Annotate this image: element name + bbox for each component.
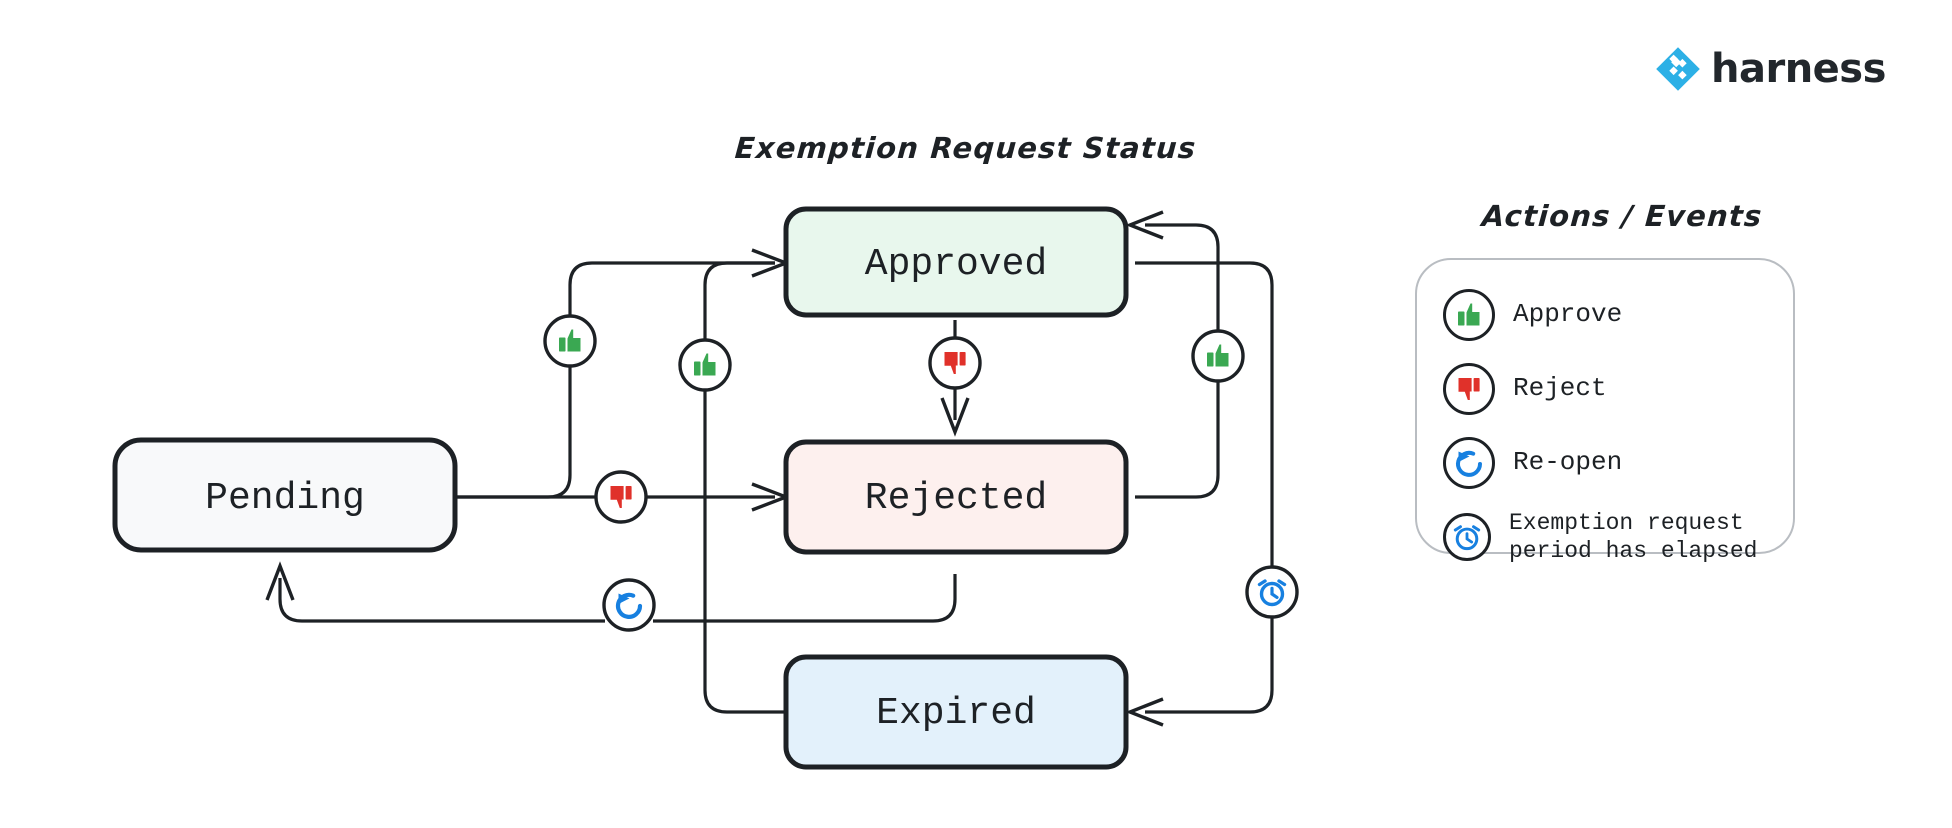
legend-title: Actions / Events [1480,199,1764,233]
legend-item-approve: Approve [1443,278,1803,352]
edge-rejected-to-pending [278,574,957,623]
edge-badge-approve-expired[interactable] [678,338,732,392]
edge-approved-to-expired [1135,261,1274,714]
alarm-clock-icon [1257,579,1287,607]
legend-item-reject: Reject [1443,352,1803,426]
thumbs-down-icon [1443,363,1495,415]
legend-item-reopen: Re-open [1443,426,1803,500]
node-pending-label: Pending [205,477,365,520]
arrowhead-approved-to-expired [1125,697,1164,727]
edge-rejected-to-approved [1135,223,1220,499]
brand-name: harness [1711,46,1886,92]
node-pending[interactable]: Pending [112,437,458,553]
reopen-icon [615,592,643,619]
edge-badge-approve-pending[interactable] [543,314,597,368]
reopen-icon [1443,437,1495,489]
legend-item-reopen-label: Re-open [1513,447,1623,478]
node-expired-label: Expired [876,692,1036,735]
arrowhead-rejected-to-pending [265,561,295,601]
node-rejected[interactable]: Rejected [783,439,1129,555]
node-rejected-label: Rejected [865,477,1047,520]
edge-badge-reject-approved[interactable] [928,336,982,390]
arrowhead-rejected-to-approved [1125,210,1164,240]
edge-badge-reopen[interactable] [602,578,656,632]
arrowhead-approved-to-rejected [940,397,970,437]
harness-logo: harness [1655,46,1886,92]
state-diagram: Pending Approved Rejected Expired [112,206,1299,770]
alarm-clock-icon [1443,513,1491,561]
edge-badge-elapsed[interactable] [1245,565,1299,619]
edge-badge-approve-rejected[interactable] [1191,329,1245,383]
node-expired[interactable]: Expired [783,654,1129,770]
harness-diamond-logo-icon [1656,47,1700,91]
edge-expired-to-approved [703,261,790,714]
legend-item-elapsed-label: Exemption request period has elapsed [1509,509,1758,564]
legend-item-approve-label: Approve [1513,299,1623,330]
legend-list: Approve Reject Re-open [1443,278,1803,574]
node-approved[interactable]: Approved [783,206,1129,318]
legend-item-elapsed: Exemption request period has elapsed [1443,500,1803,574]
node-approved-label: Approved [865,243,1047,286]
edge-badge-reject-pending[interactable] [594,470,648,524]
legend-item-reject-label: Reject [1513,373,1607,404]
thumbs-up-icon [1443,289,1495,341]
